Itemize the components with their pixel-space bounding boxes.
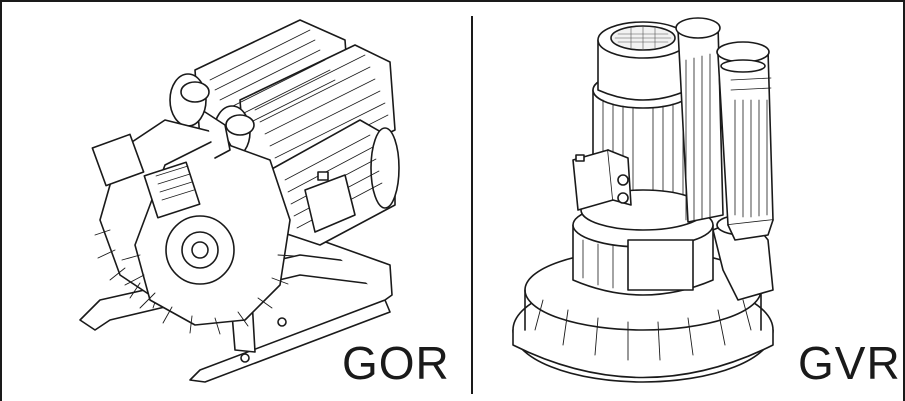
- gor-base-frame: [79, 239, 393, 383]
- model-label-gor: GOR: [342, 337, 450, 389]
- gor-blower-illustration: [79, 19, 400, 383]
- gvr-terminal-box: [572, 149, 632, 211]
- gvr-silencers: [675, 17, 774, 241]
- gor-front-impeller-housing: [121, 139, 295, 335]
- gor-flanges: [180, 81, 255, 159]
- gor-motor: [269, 119, 400, 246]
- panel-gor: GOR: [79, 19, 450, 389]
- panel-gvr: GVR: [473, 0, 903, 401]
- gvr-fan-cowl: [597, 21, 689, 101]
- gvr-blower-illustration: [512, 17, 774, 383]
- model-label-gvr: GVR: [798, 337, 901, 389]
- panel-divider: [471, 16, 473, 394]
